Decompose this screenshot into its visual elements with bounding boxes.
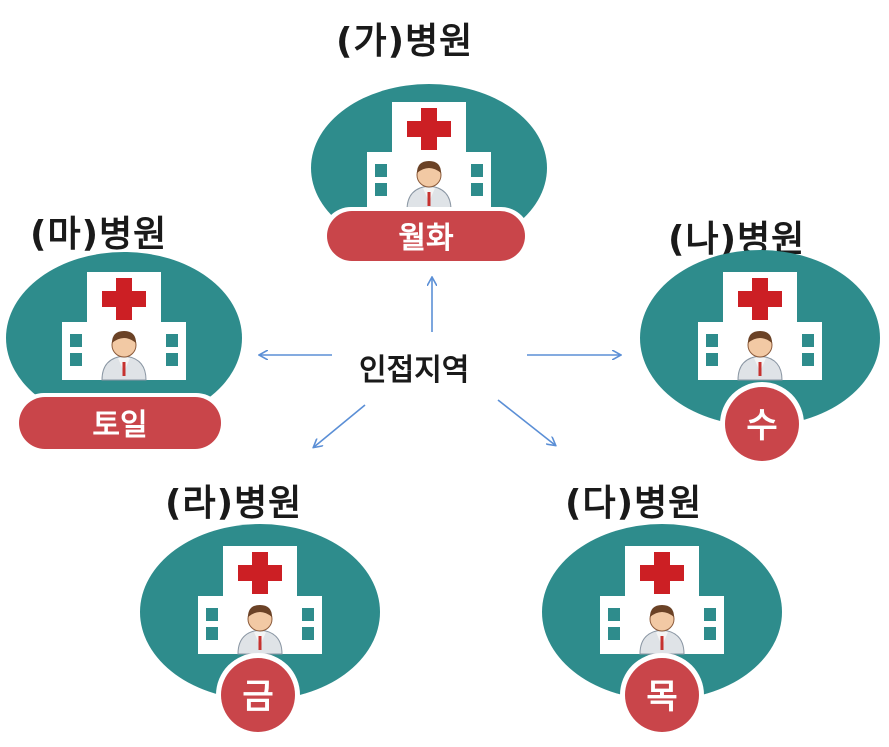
adjacent-area-label: 인접지역 xyxy=(359,353,470,388)
hospital-days-ma: 토일 xyxy=(92,408,147,443)
hospital-icon-da: 목 xyxy=(542,524,782,737)
hospital-days-da: 목 xyxy=(646,677,677,717)
arrow-to-ra xyxy=(314,404,366,447)
hospital-icon-ma: 토일 xyxy=(6,252,242,453)
hospital-icon-na: 수 xyxy=(640,250,880,466)
hospital-icon-ga: 월화 xyxy=(311,84,547,265)
hospital-title-ra: (라)병원 xyxy=(165,483,303,524)
arrow-to-da xyxy=(497,399,555,445)
hospital-title-ga: (가)병원 xyxy=(336,21,474,62)
hospital-title-da: (다)병원 xyxy=(565,483,703,524)
hospital-days-na: 수 xyxy=(746,406,777,446)
hospital-days-ga: 월화 xyxy=(398,221,454,256)
hospital-title-ma: (마)병원 xyxy=(30,214,168,255)
hospital-days-ra: 금 xyxy=(242,677,273,717)
hospital-icon-ra: 금 xyxy=(140,524,380,737)
